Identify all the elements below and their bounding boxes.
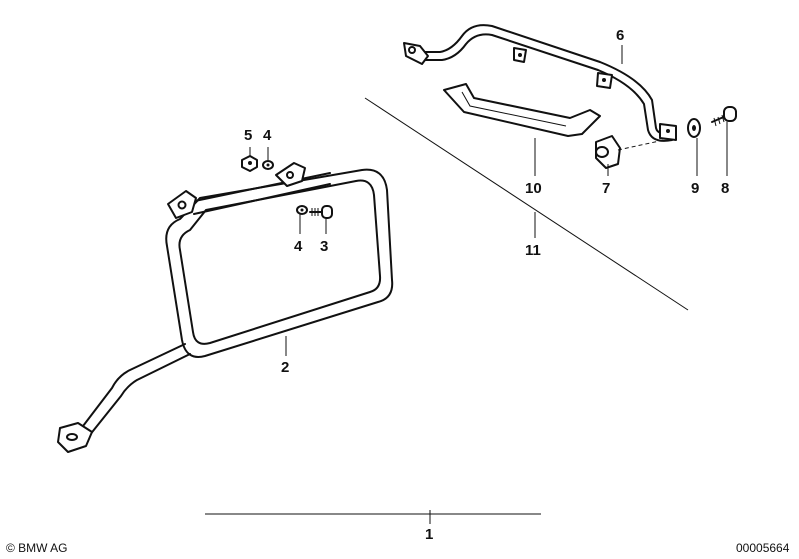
clamp-part-7 bbox=[595, 135, 665, 169]
washer-part-4-upper bbox=[262, 160, 274, 170]
callout-1: 1 bbox=[425, 526, 433, 543]
side-case-frame bbox=[57, 162, 394, 453]
callout-5: 5 bbox=[244, 127, 252, 144]
nut-part-5 bbox=[241, 155, 258, 172]
callout-3: 3 bbox=[320, 238, 328, 255]
bracket-part-10 bbox=[443, 83, 601, 137]
callout-11: 11 bbox=[525, 242, 541, 259]
callout-4-upper: 4 bbox=[263, 127, 272, 144]
callout-2: 2 bbox=[281, 359, 289, 376]
callout-4-lower: 4 bbox=[294, 238, 303, 255]
callout-7: 7 bbox=[602, 180, 610, 197]
callout-6: 6 bbox=[616, 27, 624, 44]
callout-8: 8 bbox=[721, 180, 729, 197]
bolt-part-8 bbox=[711, 106, 737, 127]
diagram-number: 00005664 bbox=[736, 541, 790, 555]
luggage-bar-part-6 bbox=[403, 24, 677, 142]
leader-lines bbox=[205, 45, 728, 524]
copyright-text: © BMW AG bbox=[6, 541, 68, 555]
washer-part-9 bbox=[687, 118, 701, 138]
bolt-part-3 bbox=[309, 205, 333, 219]
section-divider-line bbox=[364, 97, 689, 311]
washer-part-4-lower bbox=[296, 205, 308, 215]
callout-10: 10 bbox=[525, 180, 542, 197]
callout-9: 9 bbox=[691, 180, 699, 197]
